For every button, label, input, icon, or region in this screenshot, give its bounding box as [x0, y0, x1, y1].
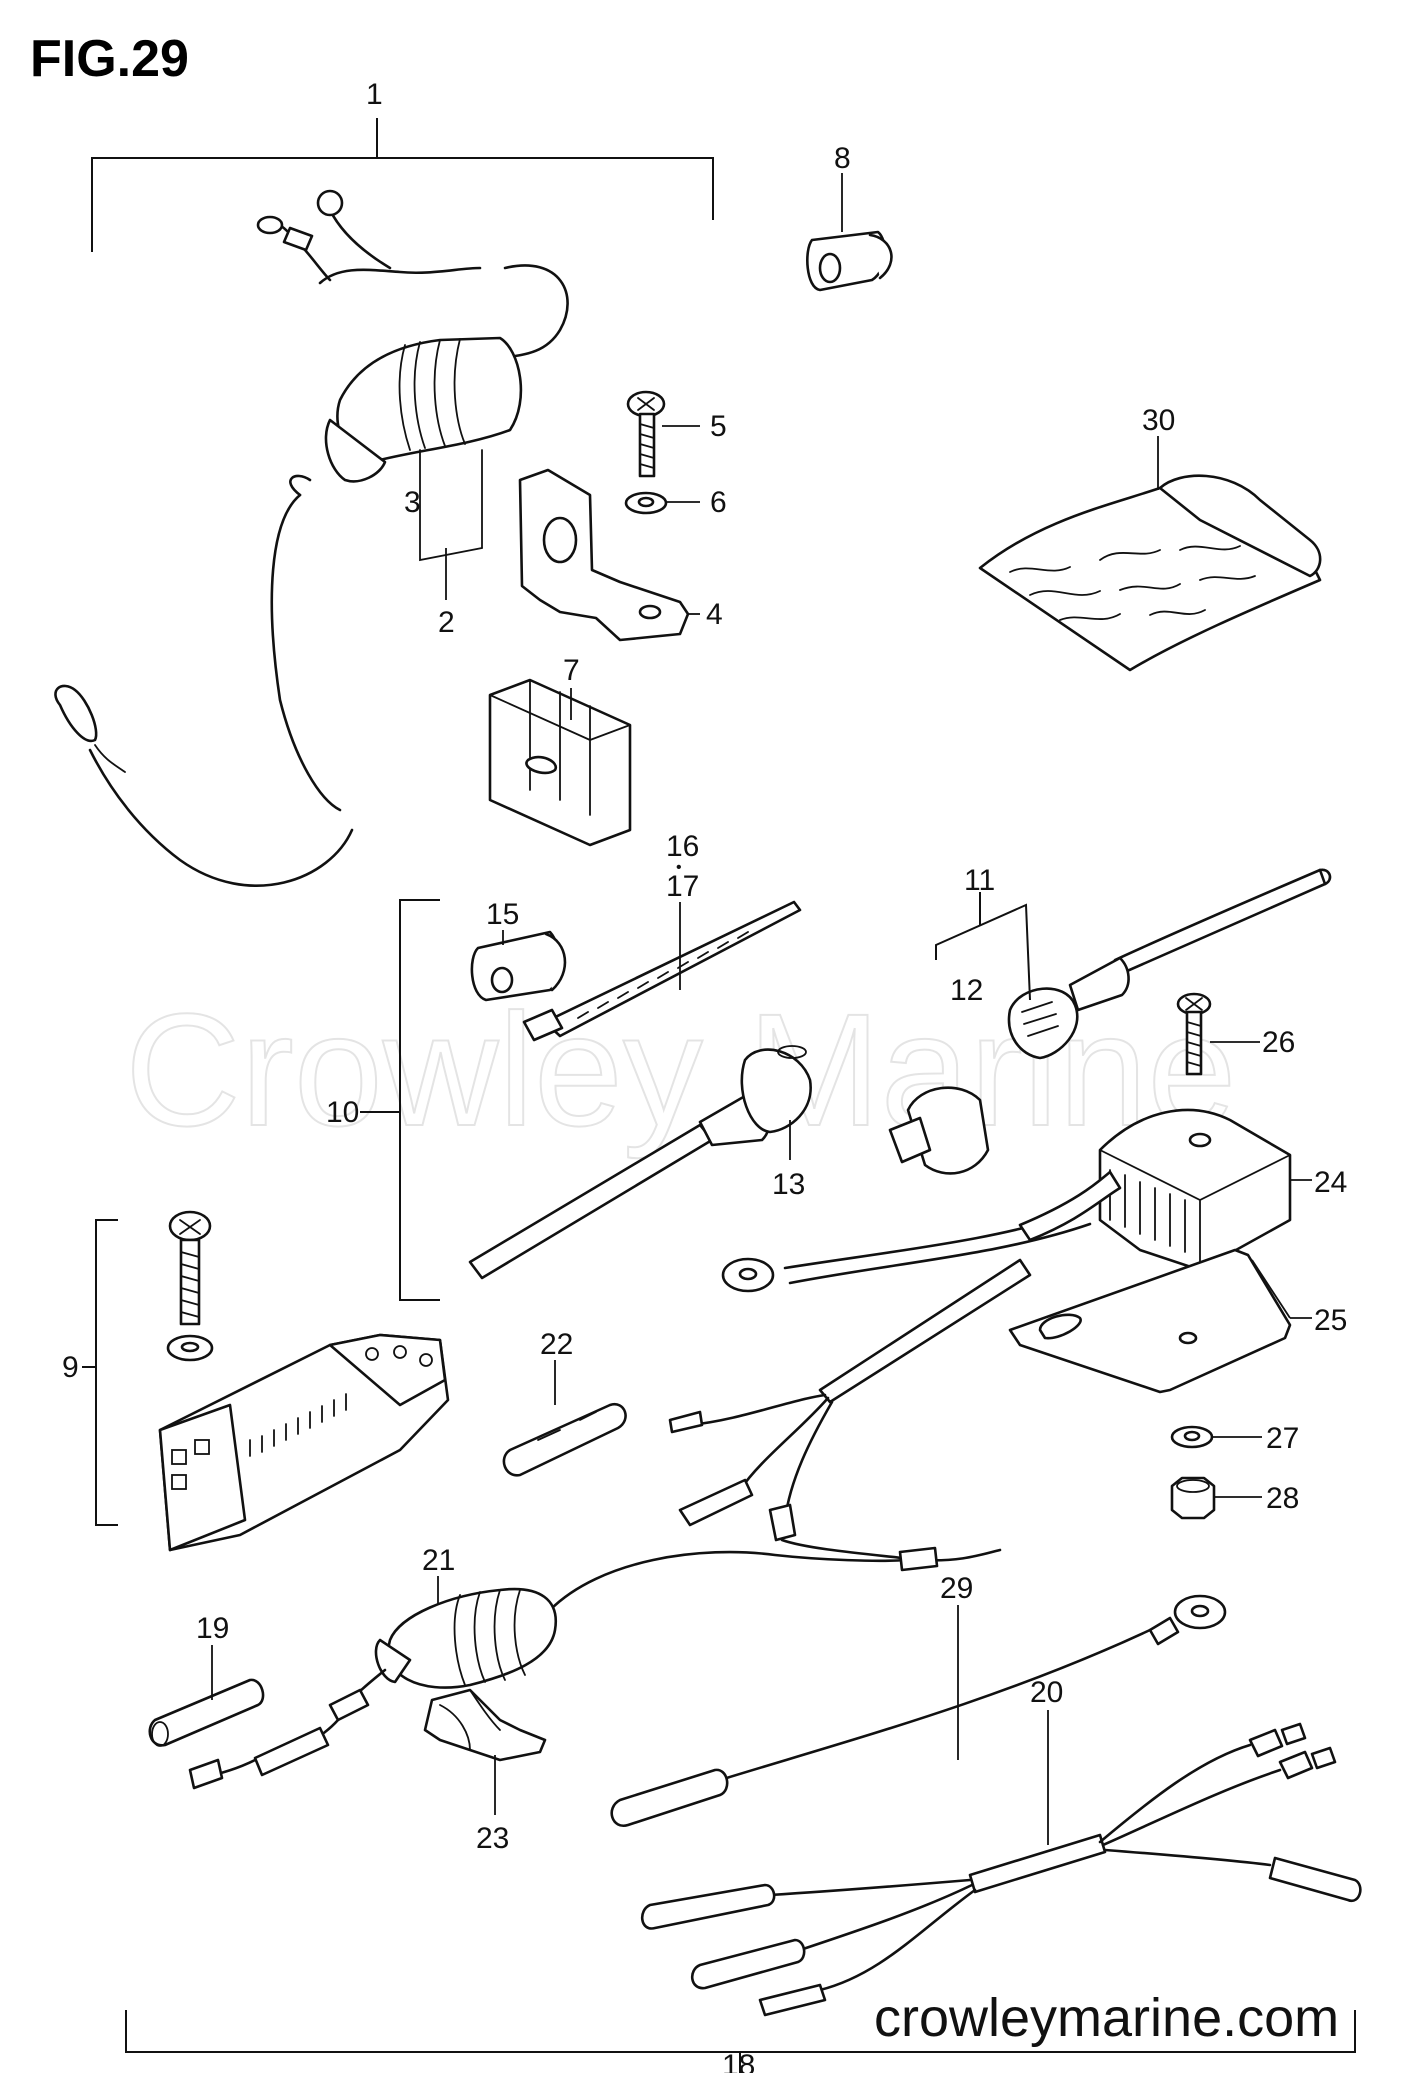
part-23-clamp [423, 1688, 547, 1762]
callout-30: 30 [1142, 404, 1175, 437]
callout-16: 16 [666, 830, 699, 863]
part-8-grommet [806, 230, 893, 292]
callout-6: 6 [710, 486, 727, 519]
part-9-screw [166, 1210, 214, 1362]
callout-20: 20 [1030, 1676, 1063, 1709]
part-9-coil [158, 1333, 450, 1552]
bracket-1 [91, 118, 714, 252]
part-5-screw [626, 390, 666, 478]
callout-3: 3 [404, 486, 421, 519]
callout-29: 29 [940, 1572, 973, 1605]
callout-5: 5 [710, 410, 727, 443]
callout-23: 23 [476, 1822, 509, 1855]
callout-21: 21 [422, 1544, 455, 1577]
callout-9: 9 [62, 1351, 79, 1384]
callout-2: 2 [438, 606, 455, 639]
part-12-connector [888, 1086, 990, 1175]
callout-13: 13 [772, 1168, 805, 1201]
callout-10: 10 [326, 1096, 359, 1129]
separator-dot: • [676, 859, 682, 876]
website-url: crowleymarine.com [874, 1988, 1339, 2048]
part-22-fuse [502, 1402, 627, 1477]
callout-15: 15 [486, 898, 519, 931]
callout-1: 1 [366, 78, 383, 111]
callout-22: 22 [540, 1328, 573, 1361]
callout-24: 24 [1314, 1166, 1347, 1199]
part-11-connector [1007, 868, 1332, 1060]
part-28-nut [1170, 1476, 1216, 1520]
part-25-plate [1008, 1248, 1292, 1394]
callout-28: 28 [1266, 1482, 1299, 1515]
bracket-11 [935, 892, 1031, 1001]
part-6-washer [624, 491, 668, 515]
callout-27: 27 [1266, 1422, 1299, 1455]
callout-25: 25 [1314, 1304, 1347, 1337]
part-19-sleeve [148, 1678, 265, 1747]
part-15-clip [470, 930, 567, 1002]
figure-title: FIG.29 [30, 30, 189, 88]
callout-17: 17 [666, 870, 699, 903]
callout-7: 7 [563, 654, 580, 687]
callout-12: 12 [950, 974, 983, 1007]
bracket-10 [360, 899, 440, 1301]
part-7-rubber-block [488, 678, 632, 847]
part-4-bracket [518, 468, 690, 642]
leader-lines [211, 173, 1312, 1845]
callout-labels: 1 2 3 4 5 6 7 8 9 10 11 12 13 15 16 • 17… [62, 78, 1347, 2073]
part-27-washer [1170, 1425, 1214, 1449]
part-24-unit [1098, 1108, 1292, 1272]
bracket-9 [82, 1219, 118, 1526]
callout-4: 4 [706, 598, 723, 631]
part-21-switch [188, 1546, 939, 1790]
part-2-3-label-plate [419, 449, 483, 562]
part-26-screw [1176, 992, 1212, 1076]
part-13-connector [468, 1045, 812, 1280]
part-17-cable-tie [522, 900, 802, 1042]
part-30-packet [978, 474, 1322, 672]
part-20-harness [641, 1722, 1362, 2017]
callout-19: 19 [196, 1612, 229, 1645]
callout-18: 18 [722, 2049, 755, 2073]
part-1-switch-assembly [54, 189, 569, 887]
callout-26: 26 [1262, 1026, 1295, 1059]
callout-8: 8 [834, 142, 851, 175]
part-29-wire [610, 1594, 1227, 1827]
bracket-18 [125, 2010, 1356, 2073]
callout-11: 11 [964, 864, 995, 897]
harness-18-upper [668, 1170, 1122, 1562]
